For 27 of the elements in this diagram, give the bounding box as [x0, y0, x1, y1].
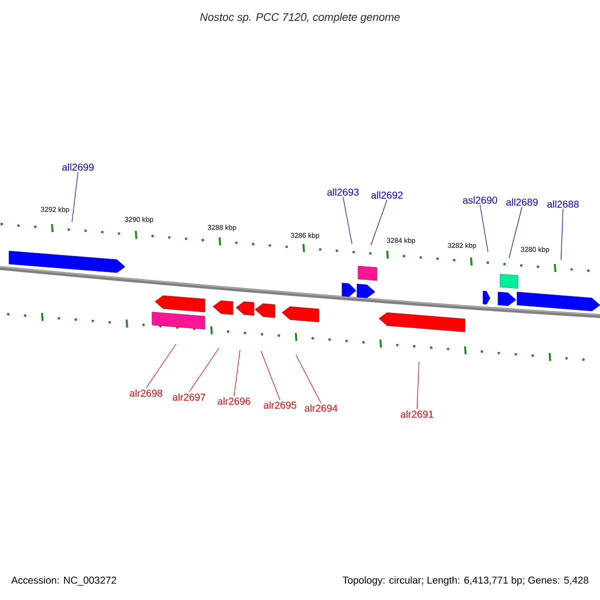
footer-text: Topology: circular; Length: 6,413,771 bp; Genes: 5,428	[342, 576, 588, 586]
leader-line	[560, 208, 564, 260]
gene-label: all2689	[506, 198, 538, 206]
gene-label: all2699	[62, 163, 94, 171]
gene-label: all2688	[547, 200, 579, 208]
gene-label: asl2690	[462, 196, 498, 204]
leader-line	[260, 350, 280, 400]
leader-line	[416, 362, 420, 410]
gene-label: alr2694	[304, 404, 338, 412]
gene-label: alr2695	[264, 401, 296, 409]
leader-line	[72, 172, 78, 222]
leader-line	[146, 344, 176, 388]
gene-label: alr2698	[130, 389, 162, 397]
leader-line	[370, 200, 388, 246]
leader-line	[188, 348, 220, 392]
leader-line	[480, 204, 488, 252]
title: Nostoc sp. PCC 7120, complete genome	[200, 12, 400, 24]
gene-label: all2692	[371, 191, 403, 199]
footer-text: Accession: NC_003272	[11, 576, 116, 586]
leader-line	[342, 196, 352, 244]
gene-label: all2693	[327, 188, 359, 196]
gene-label: alr2691	[400, 410, 434, 418]
gene-label: alr2697	[172, 393, 206, 401]
leader-line	[234, 350, 240, 396]
leader-line	[296, 354, 322, 404]
leader-line	[508, 206, 522, 258]
gene-label: alr2696	[218, 397, 250, 405]
